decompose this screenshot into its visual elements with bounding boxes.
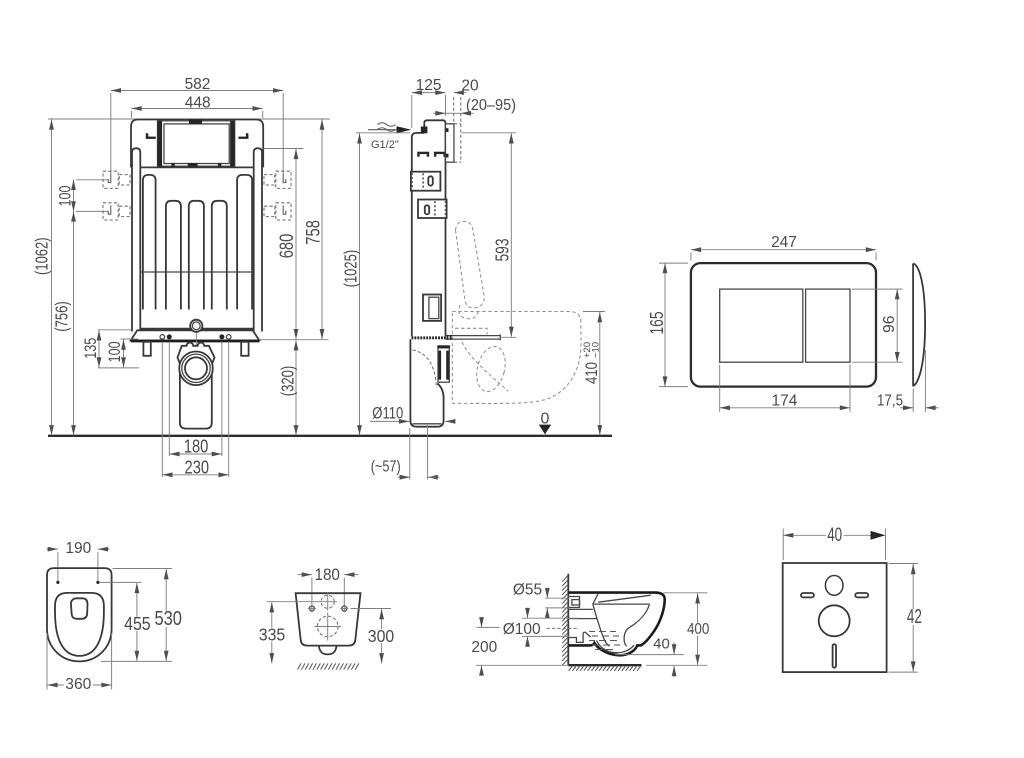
svg-text:(20–95): (20–95) <box>466 97 516 114</box>
svg-text:400: 400 <box>687 621 710 638</box>
svg-text:(~57): (~57) <box>371 459 401 476</box>
svg-text:230: 230 <box>185 458 210 478</box>
svg-text:17,5: 17,5 <box>877 392 903 409</box>
svg-text:165: 165 <box>647 312 667 335</box>
svg-text:180: 180 <box>314 566 340 584</box>
svg-text:680: 680 <box>277 234 298 259</box>
svg-text:247: 247 <box>771 234 797 251</box>
svg-text:100: 100 <box>55 186 74 207</box>
svg-text:G1/2": G1/2" <box>371 139 399 151</box>
svg-text:Ø55: Ø55 <box>513 581 542 598</box>
svg-text:125: 125 <box>416 77 442 94</box>
svg-text:40: 40 <box>827 524 842 546</box>
svg-text:135: 135 <box>81 338 100 359</box>
svg-text:96: 96 <box>881 315 898 333</box>
svg-text:(1062): (1062) <box>32 237 52 275</box>
svg-text:20: 20 <box>461 77 479 94</box>
svg-text:40: 40 <box>653 636 670 653</box>
svg-text:360: 360 <box>65 676 91 693</box>
svg-text:200: 200 <box>471 639 497 656</box>
svg-text:190: 190 <box>65 540 91 557</box>
svg-text:Ø110: Ø110 <box>372 404 403 422</box>
svg-text:(320): (320) <box>278 366 298 397</box>
svg-text:(756): (756) <box>52 301 72 332</box>
svg-text:593: 593 <box>492 239 512 262</box>
svg-text:758: 758 <box>303 220 324 245</box>
svg-text:174: 174 <box>771 392 797 409</box>
svg-text:−10: −10 <box>591 342 602 358</box>
svg-text:+20: +20 <box>582 342 593 358</box>
svg-text:42: 42 <box>907 606 922 628</box>
svg-text:448: 448 <box>185 95 211 112</box>
svg-text:300: 300 <box>368 626 395 646</box>
svg-text:455: 455 <box>124 614 151 634</box>
svg-text:410: 410 <box>582 362 601 384</box>
svg-text:582: 582 <box>185 76 211 93</box>
svg-text:0: 0 <box>541 410 550 427</box>
svg-text:(1025): (1025) <box>341 250 361 288</box>
svg-text:530: 530 <box>154 608 182 630</box>
svg-text:335: 335 <box>259 625 286 645</box>
svg-text:180: 180 <box>184 436 209 456</box>
svg-text:100: 100 <box>105 341 124 362</box>
svg-text:Ø100: Ø100 <box>503 621 541 638</box>
